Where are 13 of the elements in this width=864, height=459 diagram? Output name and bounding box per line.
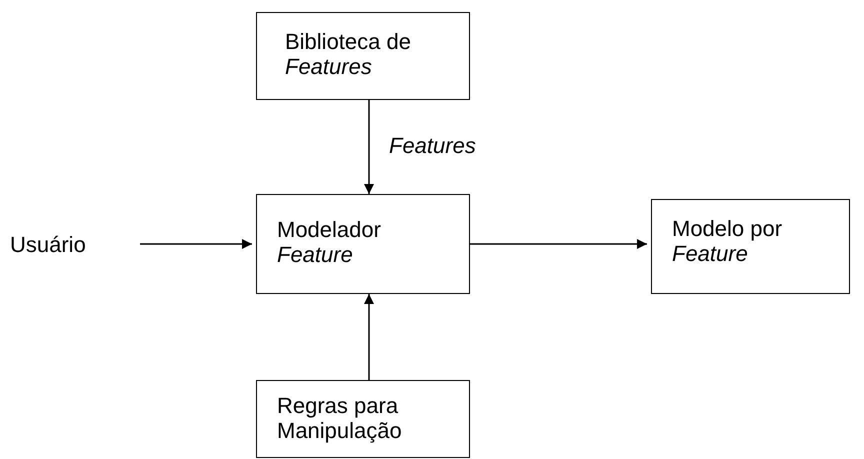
box-label: Modelador Feature: [277, 217, 382, 267]
box-label: Modelo por Feature: [672, 216, 784, 266]
arrow: [364, 100, 374, 194]
input-label: Usuário: [10, 232, 86, 257]
arrow: [364, 294, 374, 380]
arrow: [140, 239, 252, 249]
arrow: [470, 239, 647, 249]
box-label: Biblioteca de Features: [285, 29, 412, 79]
process-box: [256, 12, 470, 100]
process-box: [256, 194, 470, 294]
box-label: Regras para Manipulação: [277, 393, 403, 443]
process-box: [651, 199, 850, 294]
process-box: [256, 380, 470, 458]
